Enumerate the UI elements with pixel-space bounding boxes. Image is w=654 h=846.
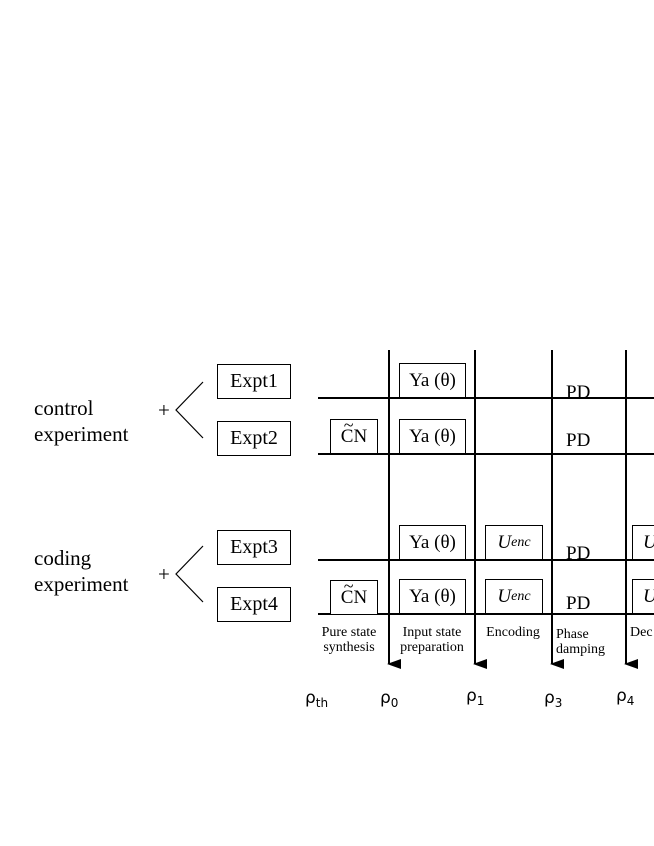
ya-gate-expt3: Ya (θ) [399,525,466,560]
uenc-subscript: enc [511,534,531,550]
rho-4-label: ρ4 [616,686,635,708]
decode-gate-label: U [643,532,654,554]
cn-gate-expt4: ~CN [330,576,378,615]
stage-line1: Pure state [321,625,377,640]
expt3-box: Expt3 [217,530,291,565]
control-label-line2: experiment [34,422,129,446]
rho-0-label: ρ0 [380,688,399,710]
coding-label-line1: coding [34,546,92,570]
rho-subscript: 0 [390,696,399,710]
uenc-subscript: enc [511,588,531,604]
bracket-control [175,381,204,439]
ya-gate-expt2: Ya (θ) [399,419,466,454]
decode-gate-label: U [643,586,654,608]
uenc-symbol: U [497,531,512,553]
rho-subscript: 4 [626,694,635,708]
stage-line2: preparation [400,639,464,655]
rho-subscript: th [315,696,329,710]
decode-gate-expt3: U [632,525,654,560]
stage-line1: Phase [556,627,589,642]
rho-symbol: ρ [466,686,477,706]
expt2-box: Expt2 [217,421,291,456]
rho-symbol: ρ [616,686,627,706]
ya-gate-expt1: Ya (θ) [399,363,466,398]
pd-label-expt1: PD [566,382,591,403]
cn-text: CN [340,586,368,608]
pd-label-expt2: PD [566,430,591,451]
rho-subscript: 1 [476,694,485,708]
stage-input-state: Input state preparation [392,625,472,655]
rho-subscript: 3 [554,696,563,710]
uenc-symbol: U [497,585,512,607]
rho-symbol: ρ [380,688,391,708]
cn-tilde: ~ [343,575,354,596]
rho-symbol: ρ [305,688,316,708]
cn-text: CN [340,425,368,447]
expt4-box: Expt4 [217,587,291,622]
coding-label-line2: experiment [34,572,129,596]
cn-gate-expt2: ~CN [330,415,378,454]
rho-th-label: ρth [305,688,329,710]
stage-decoding: Dec [630,625,653,641]
stage-line1: Input state [402,625,462,640]
stage-line1: Encoding [486,625,540,640]
cn-gate-label: ~CN [340,415,368,448]
pd-label-expt4: PD [566,593,591,614]
pd-label-expt3: PD [566,543,591,564]
stage-line2: damping [556,641,605,657]
stage-pure-state: Pure state synthesis [314,625,384,655]
rho-symbol: ρ [544,688,555,708]
control-plus-sign: + [158,398,170,422]
cn-tilde: ~ [343,414,354,435]
rho-1-label: ρ1 [466,686,485,708]
rho-3-label: ρ3 [544,688,563,710]
stage-line1: Dec [630,625,653,640]
decode-gate-expt4: U [632,579,654,614]
stage-line2: synthesis [323,639,375,655]
expt1-box: Expt1 [217,364,291,399]
ya-gate-expt4: Ya (θ) [399,579,466,614]
cn-gate-label: ~CN [340,576,368,609]
coding-plus-sign: + [158,562,170,586]
control-label-line1: control [34,396,94,420]
stage-encoding: Encoding [478,625,548,641]
bracket-coding [175,545,204,603]
stage-phase-damping: Phase damping [556,627,605,657]
